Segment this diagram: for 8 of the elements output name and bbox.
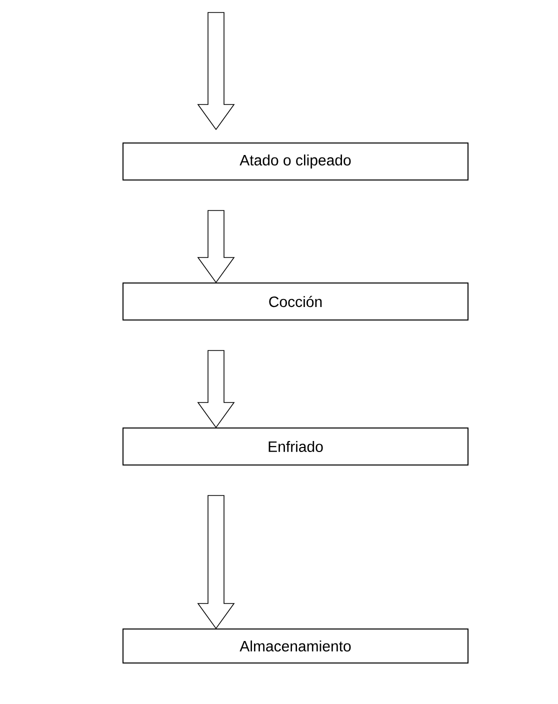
block-arrow <box>197 210 235 284</box>
process-box: Atado o clipeado <box>122 142 468 180</box>
process-box: Enfriado <box>122 428 468 466</box>
process-box: Cocción <box>122 282 468 320</box>
block-arrow <box>197 350 235 428</box>
block-arrow <box>197 495 235 630</box>
block-arrow <box>197 12 235 130</box>
process-box: Almacenamiento <box>122 628 468 664</box>
